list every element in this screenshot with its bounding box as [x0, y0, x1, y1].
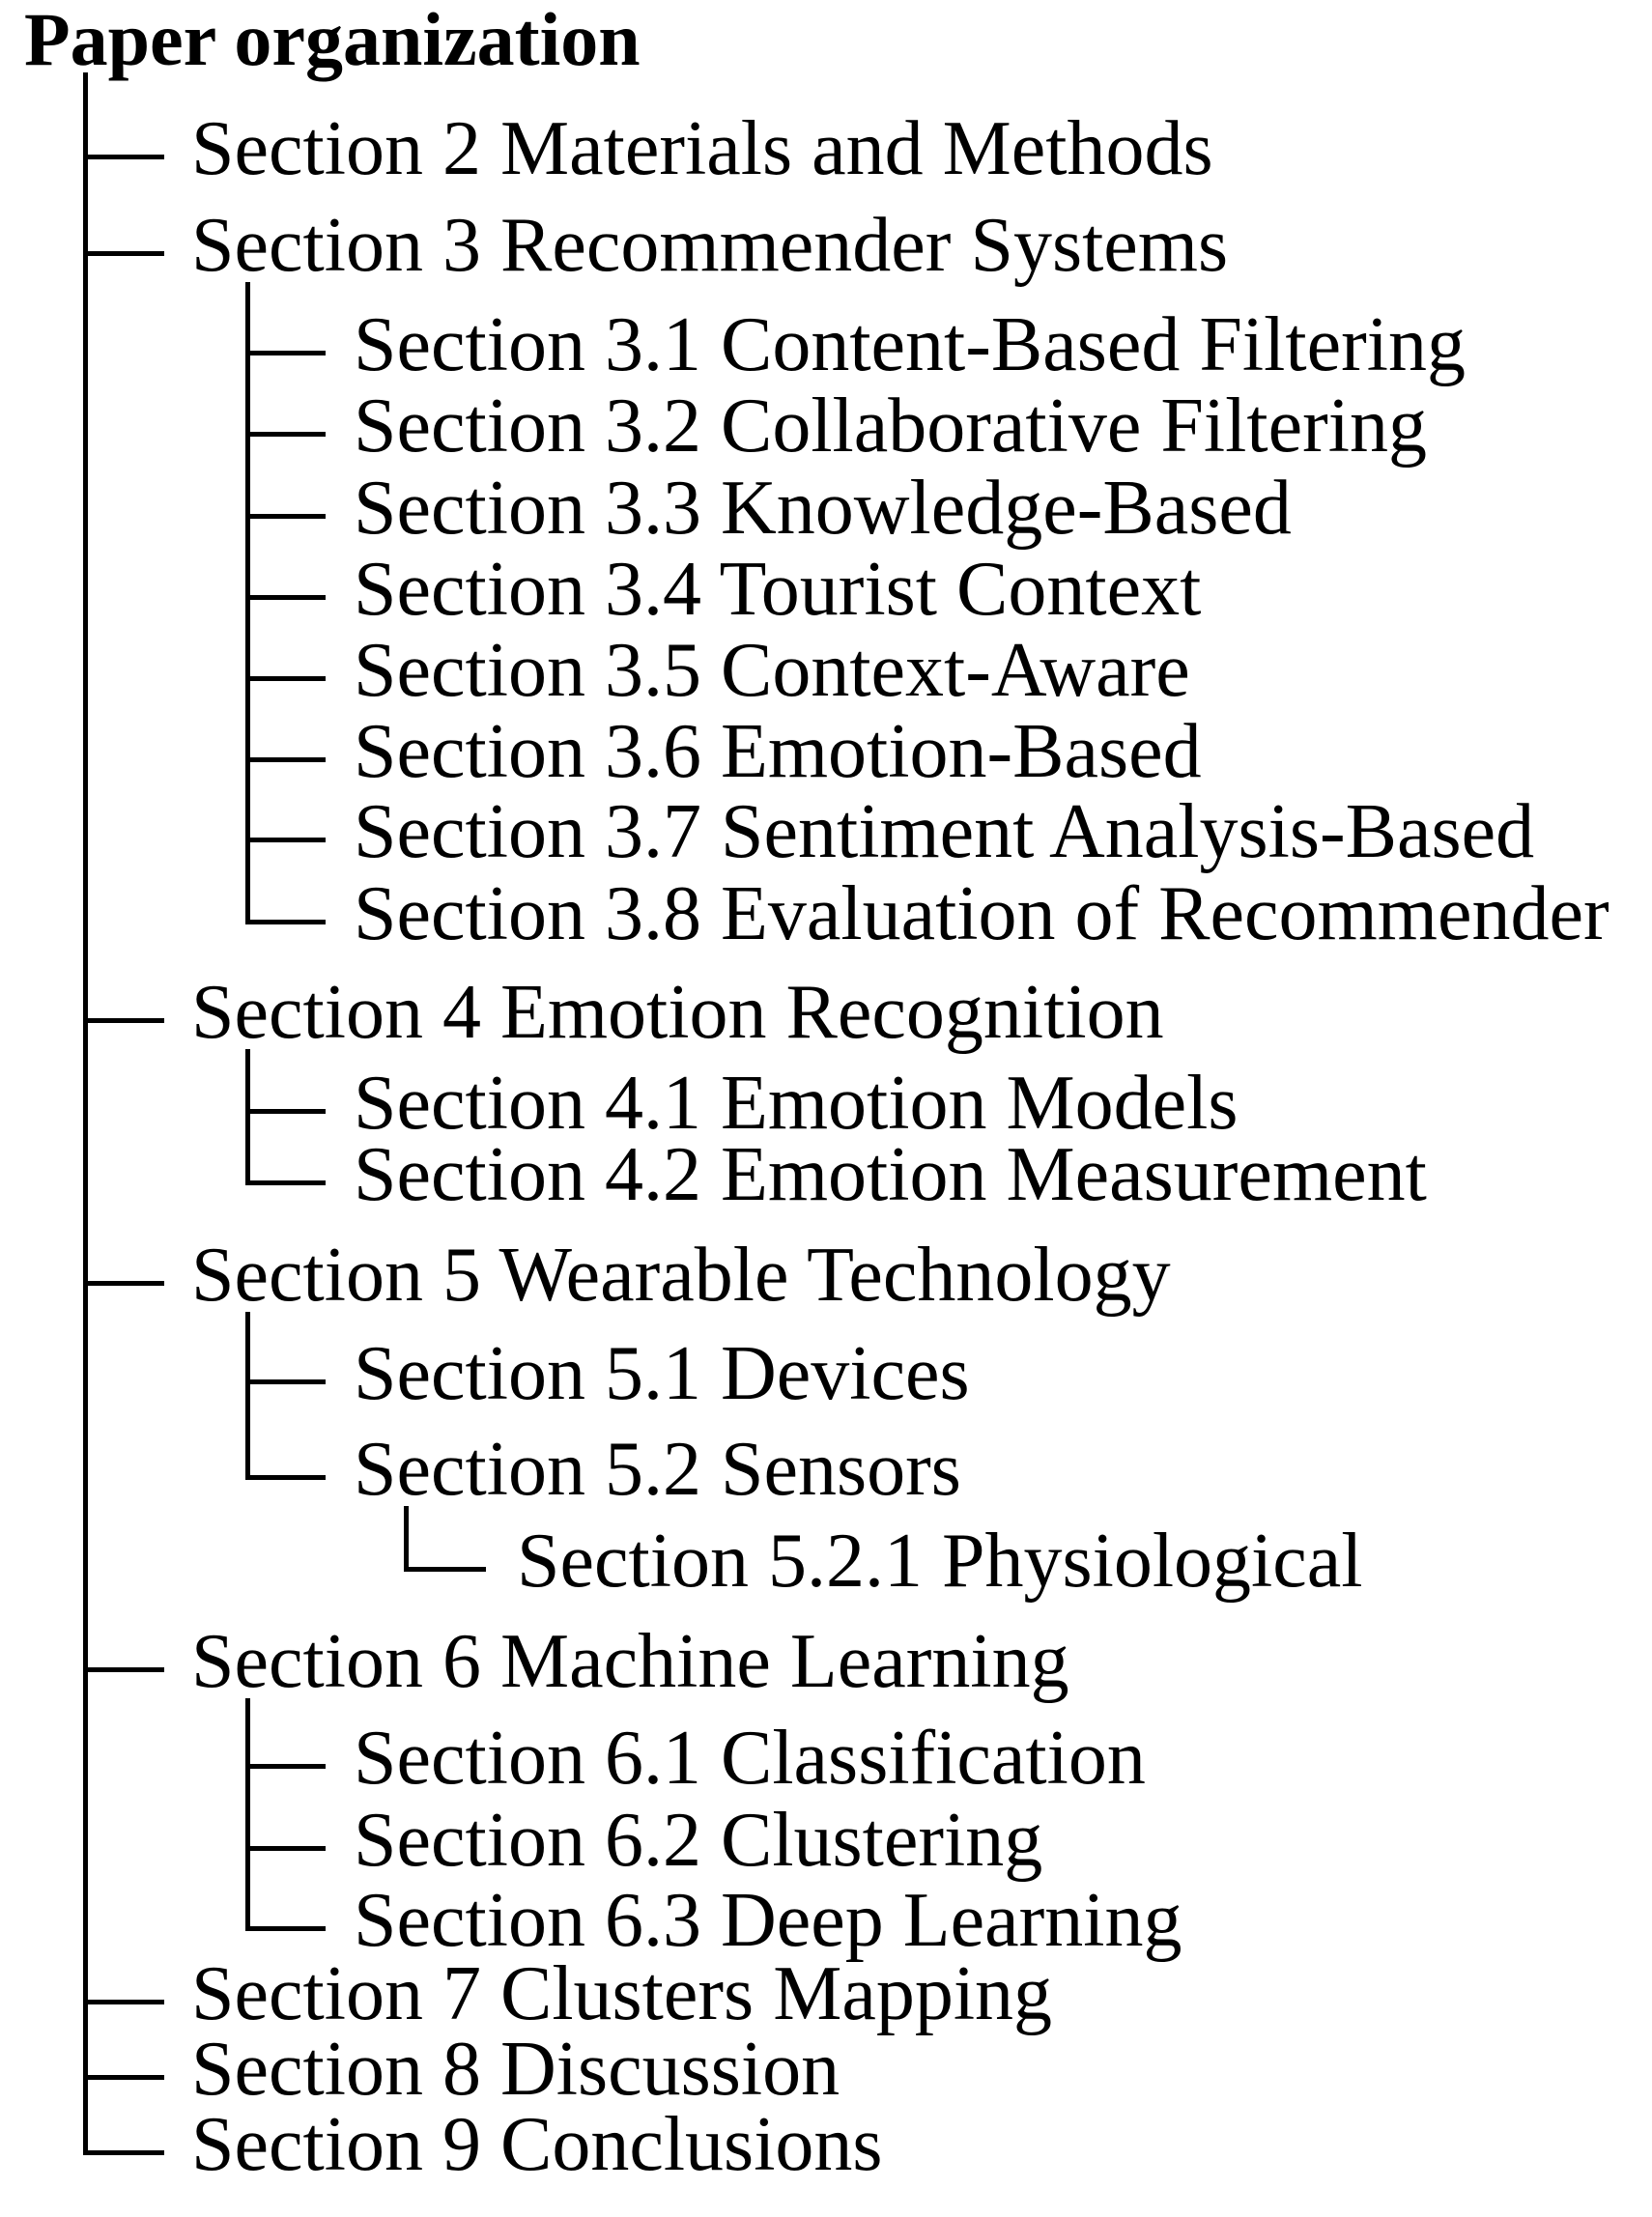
tree-connector-tick — [406, 1567, 486, 1572]
tree-node-label: Section 3.4 Tourist Context — [354, 547, 1202, 632]
tree-connector-tick — [247, 1475, 326, 1480]
tree-node-label: Section 3.1 Content-Based Filtering — [354, 302, 1466, 387]
tree-connector-tick — [85, 2075, 164, 2080]
tree-node-label: Section 3.2 Collaborative Filtering — [354, 384, 1427, 469]
tree-connector-tick — [247, 595, 326, 600]
tree-node-label: Section 4.1 Emotion Models — [354, 1061, 1239, 1146]
tree-node-label: Section 8 Discussion — [191, 2027, 840, 2112]
tree-node-label: Section 5.2 Sensors — [354, 1427, 961, 1512]
tree-node-label: Section 3.5 Context-Aware — [354, 628, 1190, 713]
tree-connector-tick — [85, 251, 164, 256]
tree-connector-tick — [247, 351, 326, 355]
tree-node-label: Section 4 Emotion Recognition — [191, 970, 1164, 1055]
tree-connector-tick — [85, 1281, 164, 1286]
tree-node-label: Section 4.2 Emotion Measurement — [354, 1132, 1427, 1217]
tree-node-label: Section 5 Wearable Technology — [191, 1233, 1171, 1318]
tree-connector-tick — [247, 1109, 326, 1114]
tree-connector-tick — [85, 2000, 164, 2004]
tree-connector-tick — [247, 1180, 326, 1185]
tree-connector-tick — [85, 1667, 164, 1672]
tree-node-label: Section 3.7 Sentiment Analysis-Based — [354, 789, 1535, 874]
tree-connector-vertical — [245, 1049, 250, 1185]
tree-connector-tick — [85, 2150, 164, 2155]
tree-connector-tick — [247, 838, 326, 842]
tree-node-label: Section 6.3 Deep Learning — [354, 1878, 1182, 1963]
tree-connector-tick — [247, 1764, 326, 1769]
tree-connector-tick — [247, 432, 326, 437]
diagram-title: Paper organization — [24, 0, 641, 81]
tree-connector-tick — [247, 1846, 326, 1851]
tree-connector-vertical — [245, 282, 250, 924]
tree-trunk-line — [83, 72, 88, 2155]
tree-node-label: Section 3.8 Evaluation of Recommender — [354, 871, 1609, 956]
tree-connector-vertical — [404, 1506, 409, 1572]
tree-node-label: Section 3.3 Knowledge-Based — [354, 466, 1292, 551]
tree-node-label: Section 6.1 Classification — [354, 1716, 1146, 1801]
tree-connector-tick — [85, 1018, 164, 1023]
tree-node-label: Section 7 Clusters Mapping — [191, 1951, 1053, 2036]
tree-connector-tick — [247, 757, 326, 762]
tree-connector-tick — [247, 676, 326, 681]
tree-connector-tick — [85, 155, 164, 159]
tree-node-label: Section 2 Materials and Methods — [191, 106, 1213, 191]
tree-node-label: Section 6.2 Clustering — [354, 1798, 1043, 1883]
tree-node-label: Section 6 Machine Learning — [191, 1619, 1069, 1704]
tree-node-label: Section 3.6 Emotion-Based — [354, 709, 1202, 794]
tree-node-label: Section 9 Conclusions — [191, 2102, 883, 2187]
tree-node-label: Section 3 Recommender Systems — [191, 203, 1229, 288]
tree-connector-tick — [247, 1379, 326, 1384]
tree-connector-vertical — [245, 1698, 250, 1931]
tree-connector-vertical — [245, 1312, 250, 1480]
tree-node-label: Section 5.2.1 Physiological — [517, 1519, 1363, 1604]
tree-connector-tick — [247, 1926, 326, 1931]
tree-connector-tick — [247, 514, 326, 519]
tree-connector-tick — [247, 920, 326, 924]
tree-node-label: Section 5.1 Devices — [354, 1331, 970, 1416]
